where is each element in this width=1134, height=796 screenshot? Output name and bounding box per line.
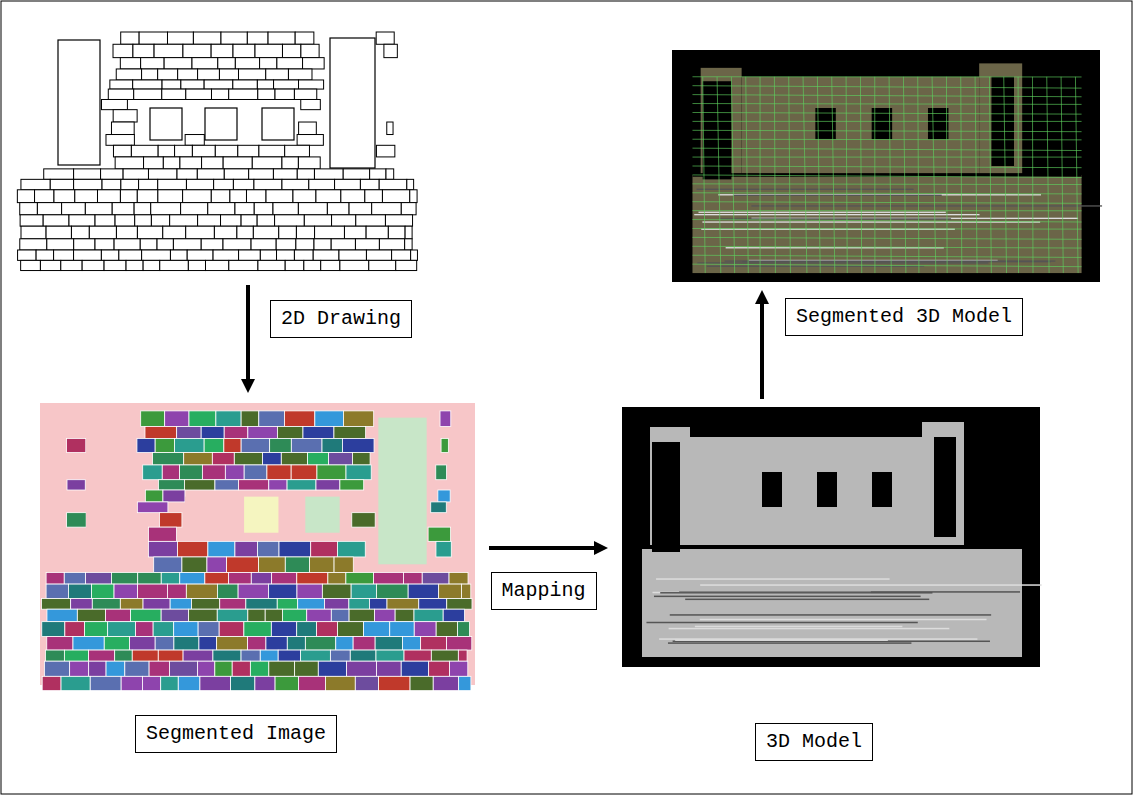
caption-box: Segmented 3D Model — [785, 298, 1023, 336]
gray-model — [622, 407, 1042, 667]
edge-label: Mapping — [491, 572, 597, 610]
flow-arrow — [489, 546, 594, 550]
caption-box: Segmented Image — [135, 715, 337, 753]
caption-box: 2D Drawing — [270, 300, 412, 338]
caption-box: 3D Model — [755, 723, 873, 761]
flow-arrow — [246, 285, 250, 379]
image-panel: Segmented Image — [40, 403, 475, 685]
image-panel: Segmented 3D Model — [672, 50, 1100, 282]
flow-arrow — [760, 304, 764, 399]
line-drawing — [17, 32, 417, 271]
segmented-picture — [40, 403, 475, 691]
image-panel: 2D Drawing — [15, 25, 420, 275]
image-panel: 3D Model — [622, 407, 1040, 667]
textured-model — [672, 50, 1102, 282]
